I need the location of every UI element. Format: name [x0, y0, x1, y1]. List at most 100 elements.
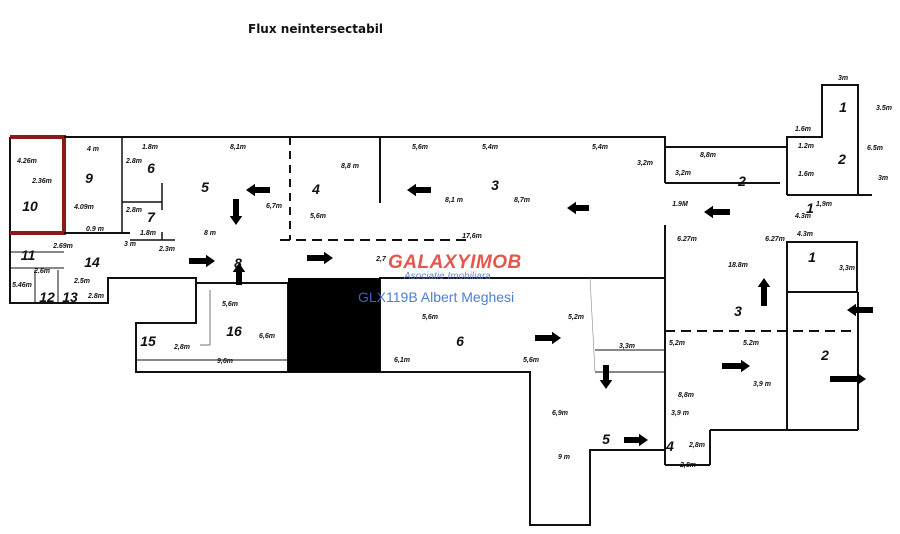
flow-arrow: [307, 251, 333, 265]
room-number: 15: [140, 333, 156, 349]
dimension-label: 8,8m: [700, 152, 716, 159]
dimension-label: 2,8m: [679, 462, 696, 469]
dimension-label: 2.3m: [158, 246, 175, 253]
room-number: 1: [806, 200, 814, 216]
dimension-label: 4.09m: [73, 204, 94, 211]
dimension-label: 2.5m: [73, 278, 90, 285]
dimension-label: 6.27m: [677, 236, 697, 243]
dimension-label: 2.36m: [31, 178, 52, 185]
room-number: 2: [737, 173, 746, 189]
room-number: 9: [85, 170, 93, 186]
page-title: Flux neintersectabil: [248, 22, 383, 36]
flow-arrow: [232, 263, 246, 285]
dimension-label: 1.8m: [142, 144, 158, 151]
room-number: 13: [62, 289, 78, 305]
dimension-label: 5,6m: [422, 314, 438, 321]
flow-arrow: [229, 199, 243, 225]
room-number: 6: [147, 160, 155, 176]
dimension-label: 1.2m: [798, 143, 814, 150]
dimension-label: 0.9 m: [86, 226, 104, 233]
dimension-label: 1.6m: [795, 126, 811, 133]
dimension-label: 5,6m: [523, 357, 539, 364]
dimension-label: 8,1m: [230, 144, 246, 151]
room-number: 8: [234, 255, 242, 271]
flow-arrow: [567, 201, 589, 215]
room-number: 3: [491, 177, 499, 193]
dimension-label: 3 m: [124, 241, 136, 248]
watermark-id: GLX119B Albert Meghesi: [358, 289, 515, 305]
dimension-label: 8,1 m: [445, 197, 463, 204]
walls: [9, 84, 872, 526]
dimension-label: 1.8m: [140, 230, 156, 237]
flow-arrow: [535, 331, 561, 345]
dimension-label: 6,6m: [259, 333, 275, 340]
dimension-label: 6.27m: [765, 236, 785, 243]
dimension-label: 2,8m: [688, 442, 705, 449]
dimension-label: 1,9m: [816, 201, 832, 208]
dimension-label: 4.26m: [16, 158, 37, 165]
flow-arrow: [830, 372, 866, 386]
dimension-label: 5,2m: [568, 314, 584, 321]
flow-arrow: [704, 205, 730, 219]
dimension-label: 5,6m: [310, 213, 326, 220]
dimension-label: 5,6m: [222, 301, 238, 308]
flow-arrow: [407, 183, 431, 197]
room-number: 16: [226, 323, 242, 339]
room-number: 10: [22, 198, 38, 214]
flow-arrow: [599, 365, 613, 389]
dimension-label: 3,9 m: [671, 410, 689, 417]
watermark-subtitle: Asociatie Imobiliara: [404, 271, 491, 282]
dimension-label: 17,6m: [462, 233, 482, 240]
dark-column: [288, 278, 380, 372]
dimension-label: 5,2m: [669, 340, 685, 347]
dimension-label: 2.8m: [87, 293, 104, 300]
dimension-label: 2,7: [375, 256, 387, 263]
dimension-label: 2.8m: [125, 207, 142, 214]
dimension-label: 2.6m: [33, 268, 50, 275]
dimension-label: 2.69m: [52, 243, 73, 250]
flow-arrow: [624, 433, 648, 447]
flow-arrows: [189, 183, 873, 447]
room-number: 7: [147, 209, 156, 225]
dimension-label: 9,6m: [217, 358, 233, 365]
dimension-label: 5,4m: [482, 144, 498, 151]
dimension-label: 8 m: [204, 230, 216, 237]
room-number: 2: [820, 347, 829, 363]
dimension-label: 4 m: [86, 146, 99, 153]
room-number: 14: [84, 254, 100, 270]
room-number: 1: [839, 99, 847, 115]
flow-arrow: [847, 303, 873, 317]
room-number: 4: [311, 181, 320, 197]
dimension-label: 6,7m: [266, 203, 282, 210]
room-number: 5: [201, 179, 209, 195]
dimension-label: 18.8m: [728, 262, 748, 269]
dimension-label: 8,7m: [514, 197, 530, 204]
room-number: 2: [837, 151, 846, 167]
dimension-label: 3m: [838, 75, 848, 82]
room-number: 1: [808, 249, 816, 265]
dimension-label: 3,9 m: [753, 381, 771, 388]
dimension-label: 3m: [878, 175, 888, 182]
dimension-label: 6.5m: [867, 145, 883, 152]
dimension-label: 5,6m: [412, 144, 428, 151]
dimension-label: 5.46m: [12, 282, 32, 289]
flow-arrow: [246, 183, 270, 197]
dimension-label: 1.9M: [672, 201, 688, 208]
room-number: 6: [456, 333, 464, 349]
dimension-label: 5.2m: [743, 340, 759, 347]
dimension-label: 1.6m: [798, 171, 814, 178]
dimension-label: 2,8m: [173, 344, 190, 351]
dimension-label: 4.3m: [794, 213, 811, 220]
room-number: 12: [39, 289, 55, 305]
dimension-label: 8,8m: [678, 392, 694, 399]
dimension-label: 3,3m: [619, 343, 635, 350]
dimension-label: 6,9m: [552, 410, 568, 417]
dimension-label: 5,4m: [592, 144, 608, 151]
flow-arrow: [757, 278, 771, 306]
dimension-label: 3,2m: [675, 170, 691, 177]
dimension-label: 9 m: [558, 454, 570, 461]
dimension-labels: 3m3.5m6.5m1.6m3m1.2m1.6m4.3m1,9m4.26m2.3…: [12, 75, 892, 469]
dimension-label: 3,2m: [637, 160, 653, 167]
dimension-label: 8,8 m: [341, 163, 359, 170]
